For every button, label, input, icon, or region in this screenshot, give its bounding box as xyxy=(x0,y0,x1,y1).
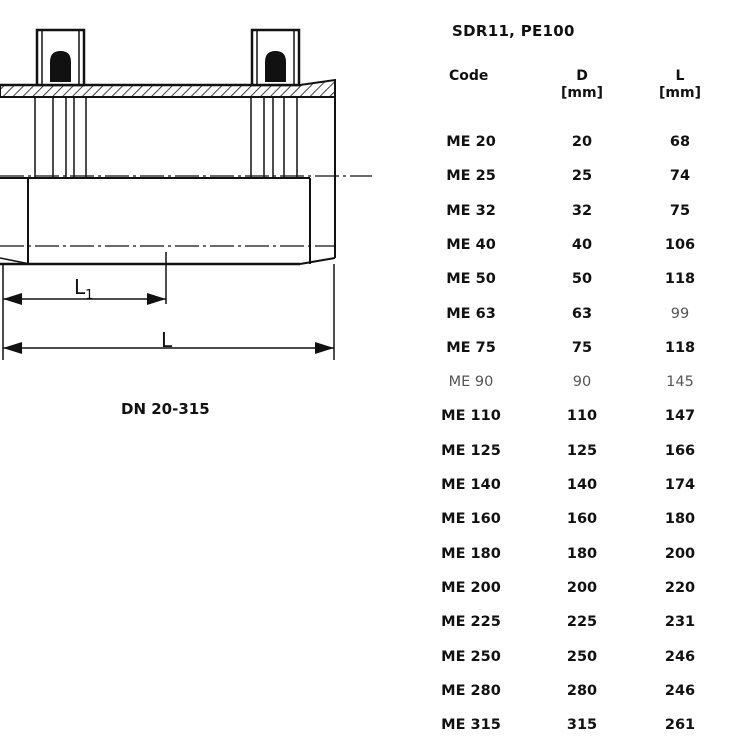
cell-l: 246 xyxy=(664,682,696,699)
dn-range-label: DN 20-315 xyxy=(121,400,210,418)
table-row: ME 20 20 68 xyxy=(0,134,750,154)
cell-l: 200 xyxy=(664,545,696,562)
table-row: ME 110 110 147 xyxy=(0,408,750,428)
cell-code: ME 125 xyxy=(441,442,501,459)
dimension-l-label: L xyxy=(161,328,173,352)
table-row: ME 225 225 231 xyxy=(0,614,750,634)
cell-l: 74 xyxy=(669,168,691,185)
table-row: ME 160 160 180 xyxy=(0,511,750,531)
cell-code: ME 75 xyxy=(446,339,496,356)
cell-code: ME 250 xyxy=(441,648,501,665)
cell-d: 315 xyxy=(566,717,598,734)
cell-d: 50 xyxy=(571,271,593,288)
cell-l: 99 xyxy=(670,305,690,322)
terminal-left xyxy=(35,28,86,87)
cell-l: 174 xyxy=(664,477,696,493)
cell-l: 231 xyxy=(664,614,696,631)
table-row: ME 32 32 75 xyxy=(0,203,750,223)
cell-code: ME 200 xyxy=(441,579,501,596)
table-row: ME 40 40 106 xyxy=(0,237,750,257)
header-l: L[mm] xyxy=(659,68,701,101)
cell-d: 40 xyxy=(571,236,593,253)
cell-code: ME 140 xyxy=(441,477,501,493)
table-row: ME 250 250 246 xyxy=(0,649,750,669)
cell-l: 246 xyxy=(664,648,696,665)
cell-d: 225 xyxy=(566,614,598,631)
cell-code: ME 180 xyxy=(441,545,501,562)
table-row: ME 200 200 220 xyxy=(0,580,750,600)
cell-d: 25 xyxy=(571,168,593,185)
cell-l: 166 xyxy=(664,442,696,459)
cell-l: 68 xyxy=(669,134,691,150)
table-row: ME 125 125 166 xyxy=(0,443,750,463)
table-row: ME 75 75 118 xyxy=(0,340,750,360)
cell-code: ME 63 xyxy=(446,305,496,322)
center-lines xyxy=(0,175,372,304)
cell-code: ME 25 xyxy=(446,168,496,185)
cell-l: 75 xyxy=(669,202,691,219)
cell-code: ME 50 xyxy=(446,271,496,288)
cell-l: 118 xyxy=(664,271,696,288)
cell-d: 140 xyxy=(566,477,598,493)
dimension-l1 xyxy=(2,264,335,360)
cell-d: 90 xyxy=(572,374,592,391)
cell-d: 250 xyxy=(566,648,598,665)
cell-code: ME 315 xyxy=(441,717,501,734)
coupler-body xyxy=(0,80,336,266)
table-row: ME 25 25 74 xyxy=(0,168,750,188)
dimension-l xyxy=(3,342,334,354)
header-code: Code xyxy=(449,68,489,84)
header-d: D[mm] xyxy=(561,68,603,101)
table-row: ME 50 50 118 xyxy=(0,271,750,291)
cell-d: 200 xyxy=(566,579,598,596)
cell-l: 147 xyxy=(664,408,696,425)
spec-title: SDR11, PE100 xyxy=(452,22,575,40)
cell-l: 220 xyxy=(664,579,696,596)
table-row: ME 180 180 200 xyxy=(0,546,750,566)
cell-d: 125 xyxy=(566,442,598,459)
cell-d: 180 xyxy=(566,545,598,562)
cell-code: ME 225 xyxy=(441,614,501,631)
cell-code: ME 32 xyxy=(446,202,496,219)
cell-d: 75 xyxy=(571,339,593,356)
cell-l: 261 xyxy=(664,717,696,734)
cell-d: 20 xyxy=(571,134,593,150)
dimension-l1-label: L1 xyxy=(74,275,93,303)
cell-code: ME 110 xyxy=(441,408,501,425)
cell-d: 110 xyxy=(566,408,598,425)
table-row: ME 315 315 261 xyxy=(0,717,750,737)
cell-code: ME 160 xyxy=(441,511,501,528)
cell-d: 160 xyxy=(566,511,598,528)
cell-l: 180 xyxy=(664,511,696,528)
coupler-drawing: L1 L xyxy=(0,28,372,360)
terminal-right xyxy=(250,28,301,87)
cell-code: ME 90 xyxy=(448,374,494,391)
table-row: ME 280 280 246 xyxy=(0,683,750,703)
cell-l: 118 xyxy=(664,339,696,356)
cell-code: ME 40 xyxy=(446,236,496,253)
cell-code: ME 280 xyxy=(441,682,501,699)
cell-l: 106 xyxy=(664,236,696,253)
cell-d: 63 xyxy=(571,305,593,322)
cell-code: ME 20 xyxy=(446,134,496,150)
cell-d: 32 xyxy=(571,202,593,219)
table-row: ME 90 90 145 xyxy=(0,374,750,394)
cell-d: 280 xyxy=(566,682,598,699)
cell-l: 145 xyxy=(666,374,694,391)
table-row: ME 140 140 174 xyxy=(0,477,750,497)
table-row: ME 63 63 99 xyxy=(0,306,750,326)
